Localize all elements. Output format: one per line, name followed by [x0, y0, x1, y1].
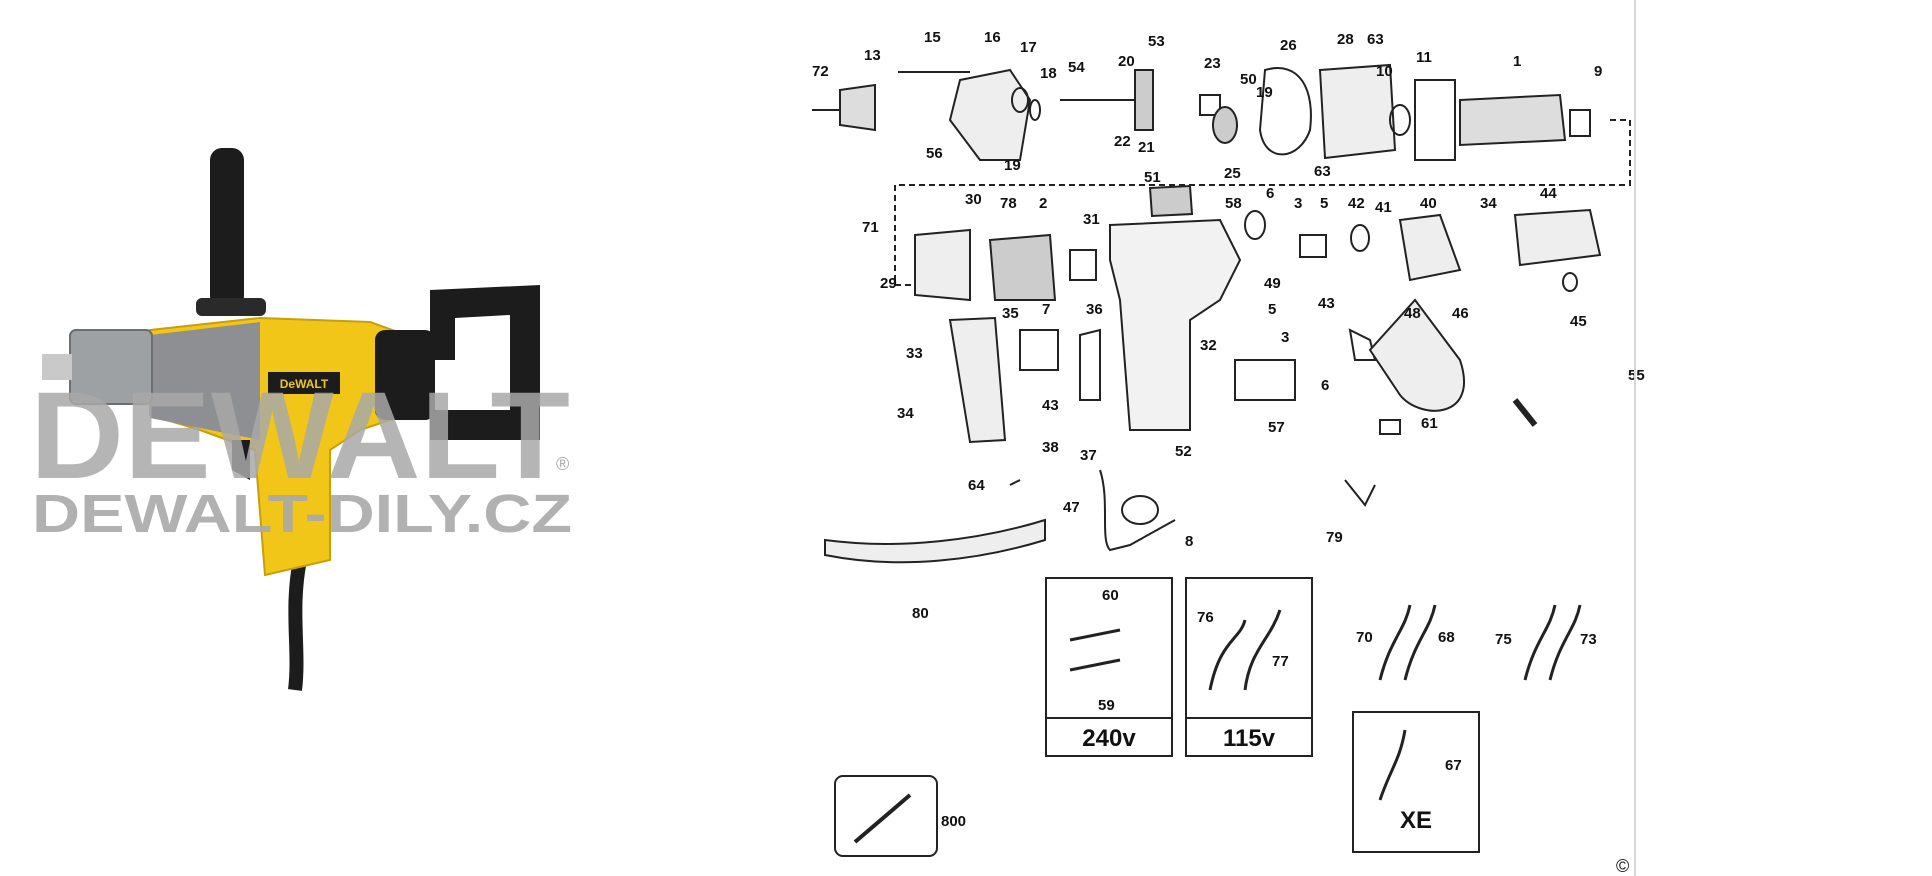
voltage-box-240v: [1045, 577, 1173, 757]
part-number-label: 34: [897, 405, 914, 422]
part-number-label: 44: [1540, 185, 1557, 202]
part-number-label: 46: [1452, 305, 1469, 322]
part-number-label: 48: [1404, 305, 1421, 322]
part-number-label: 40: [1420, 195, 1437, 212]
part-number-label: 64: [968, 477, 985, 494]
part-number-label: 6: [1321, 377, 1329, 394]
part-number-label: 15: [924, 29, 941, 46]
part-number-label: 45: [1570, 313, 1587, 330]
part-number-label: 3: [1281, 329, 1289, 346]
part-number-label: 55: [1628, 367, 1645, 384]
drill-product-image: DeWALT DEWALT ® DEWALT-DILY.CZ: [30, 148, 572, 691]
part-number-label: 58: [1225, 195, 1242, 212]
part-number-label: 25: [1224, 165, 1241, 182]
part-number-label: 79: [1326, 529, 1343, 546]
part-number-label: 13: [864, 47, 881, 64]
part-number-label: 51: [1144, 169, 1161, 186]
part-number-label: 11: [1416, 49, 1432, 66]
watermark-brand: DEWALT: [30, 367, 570, 505]
part-number-label: 9: [1594, 63, 1602, 80]
part-number-label: 47: [1063, 499, 1080, 516]
watermark-registered: ®: [556, 454, 569, 474]
part-number-label: 63: [1367, 31, 1384, 48]
part-number-label: 38: [1042, 439, 1059, 456]
part-number-label: 41: [1375, 199, 1392, 216]
part-number-label: 80: [912, 605, 929, 622]
part-number-label: 3: [1294, 195, 1302, 212]
part-number-label: 16: [984, 29, 1001, 46]
part-number-label: 73: [1580, 631, 1597, 648]
part-number-label: 19: [1004, 157, 1021, 174]
rear-handle-image: [430, 285, 540, 440]
part-number-label: 5: [1320, 195, 1328, 212]
part-number-label: 22: [1114, 133, 1131, 150]
part-number-label: 17: [1020, 39, 1037, 56]
part-number-label: 32: [1200, 337, 1217, 354]
voltage-box-115v: [1185, 577, 1313, 757]
side-handle-image: [210, 148, 244, 308]
part-number-label: 49: [1264, 275, 1281, 292]
part-number-label: 5: [1268, 301, 1276, 318]
part-number-label: 77: [1272, 653, 1289, 670]
brand-badge-text: DeWALT: [280, 377, 329, 391]
part-number-label: 1: [1513, 53, 1521, 70]
part-number-label: 71: [862, 219, 879, 236]
part-number-label: 70: [1356, 629, 1373, 646]
part-number-label: 800: [941, 813, 966, 830]
part-number-label: 31: [1083, 211, 1100, 228]
part-number-label: 61: [1421, 415, 1438, 432]
part-number-label: 67: [1445, 757, 1462, 774]
part-number-label: 50: [1240, 71, 1257, 88]
part-number-label: 42: [1348, 195, 1365, 212]
part-number-label: 56: [926, 145, 943, 162]
part-number-label: 43: [1318, 295, 1335, 312]
part-number-label: 59: [1098, 697, 1115, 714]
copyright-symbol: ©: [1616, 856, 1629, 876]
brand-badge: [268, 372, 340, 394]
part-number-label: 78: [1000, 195, 1017, 212]
part-number-label: 36: [1086, 301, 1103, 318]
part-number-label: 75: [1495, 631, 1512, 648]
voltage-box-xe: [1352, 711, 1480, 853]
part-number-label: 28: [1337, 31, 1354, 48]
part-number-label: 72: [812, 63, 829, 80]
power-cord: [288, 558, 307, 691]
part-number-label: 33: [906, 345, 923, 362]
voltage-label-240v: 240v: [1082, 725, 1136, 752]
voltage-label-115v: 115v: [1223, 725, 1276, 752]
part-number-label: 23: [1204, 55, 1221, 72]
part-number-label: 8: [1185, 533, 1193, 550]
part-number-label: 43: [1042, 397, 1059, 414]
part-number-label: 18: [1040, 65, 1057, 82]
watermark-site: DEWALT-DILY.CZ: [32, 484, 572, 544]
part-drawings: [812, 63, 1631, 564]
part-number-label: 2: [1039, 195, 1047, 212]
part-number-label: 63: [1314, 163, 1331, 180]
panel-divider: [1634, 0, 1636, 876]
part-number-label: 76: [1197, 609, 1214, 626]
cord-set-box: [834, 775, 938, 857]
part-number-label: 7: [1042, 301, 1050, 318]
part-number-label: 52: [1175, 443, 1192, 460]
part-number-label: 35: [1002, 305, 1019, 322]
part-number-label: 10: [1376, 63, 1393, 80]
part-number-label: 6: [1266, 185, 1274, 202]
part-number-label: 60: [1102, 587, 1119, 604]
part-number-label: 21: [1138, 139, 1155, 156]
voltage-label-xe: XE: [1400, 807, 1432, 834]
part-number-label: 19: [1256, 84, 1273, 101]
part-number-label: 57: [1268, 419, 1285, 436]
part-number-label: 54: [1068, 59, 1085, 76]
part-number-label: 20: [1118, 53, 1135, 70]
part-number-label: 30: [965, 191, 982, 208]
part-number-label: 37: [1080, 447, 1097, 464]
part-number-label: 34: [1480, 195, 1497, 212]
part-number-label: 26: [1280, 37, 1297, 54]
part-number-label: 53: [1148, 33, 1165, 50]
part-number-label: 68: [1438, 629, 1455, 646]
part-number-label: 29: [880, 275, 897, 292]
